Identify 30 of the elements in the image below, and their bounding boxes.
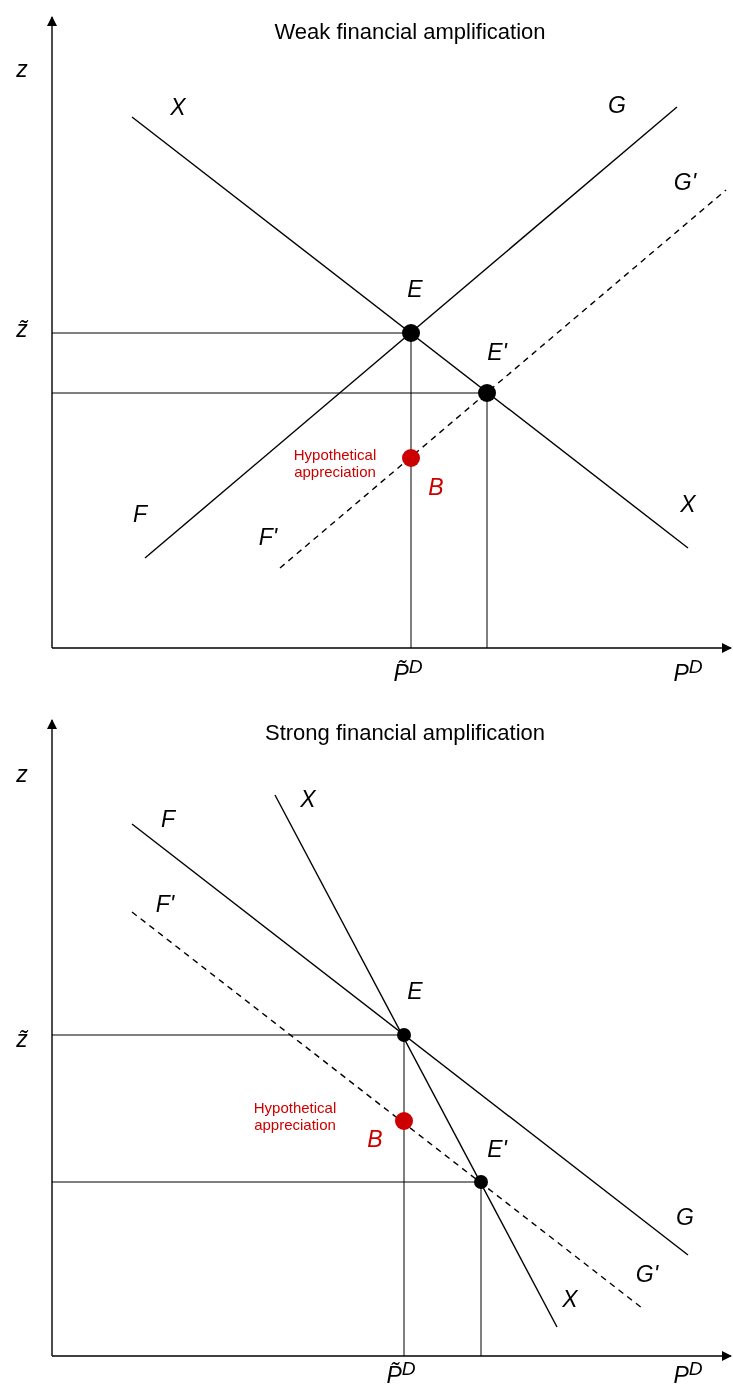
axis-label: z bbox=[16, 57, 28, 83]
axis-label: z̃ bbox=[16, 317, 28, 343]
curve-label: X bbox=[170, 95, 186, 121]
axis-label: z bbox=[16, 762, 28, 788]
panel-title: Weak financial amplification bbox=[274, 19, 546, 45]
curve-label: G' bbox=[673, 170, 697, 196]
panel-title: Strong financial amplification bbox=[265, 720, 545, 746]
curve-label: G' bbox=[635, 1262, 659, 1288]
annotation-text: Hypothetical appreciation bbox=[252, 1099, 338, 1133]
annotation-text: Hypothetical appreciation bbox=[292, 446, 378, 480]
curve-label: G bbox=[676, 1205, 694, 1231]
axis-label: P$^{D}$ bbox=[673, 1357, 703, 1387]
curve-label: X bbox=[300, 787, 316, 813]
curve-label: F' bbox=[155, 892, 175, 918]
tick-label: P̃$^{D}$ bbox=[386, 1357, 416, 1387]
curve-label: G bbox=[608, 93, 626, 119]
curve-label: X bbox=[562, 1287, 578, 1313]
point-label: E bbox=[407, 277, 423, 303]
axis-label: P$^{D}$ bbox=[673, 655, 703, 687]
curve-label: F bbox=[160, 807, 176, 833]
point-label: B bbox=[367, 1127, 383, 1153]
point-label: E bbox=[407, 979, 423, 1005]
curve-label: F bbox=[132, 502, 148, 528]
axis-label: z̃ bbox=[16, 1027, 28, 1053]
point-label: B bbox=[428, 475, 444, 501]
curve-label: F' bbox=[258, 525, 278, 551]
point-label: E' bbox=[487, 1137, 507, 1163]
point-label: E' bbox=[487, 340, 507, 366]
tick-label: P̃$^{D}$ bbox=[393, 655, 423, 687]
curve-label: X bbox=[680, 492, 696, 518]
